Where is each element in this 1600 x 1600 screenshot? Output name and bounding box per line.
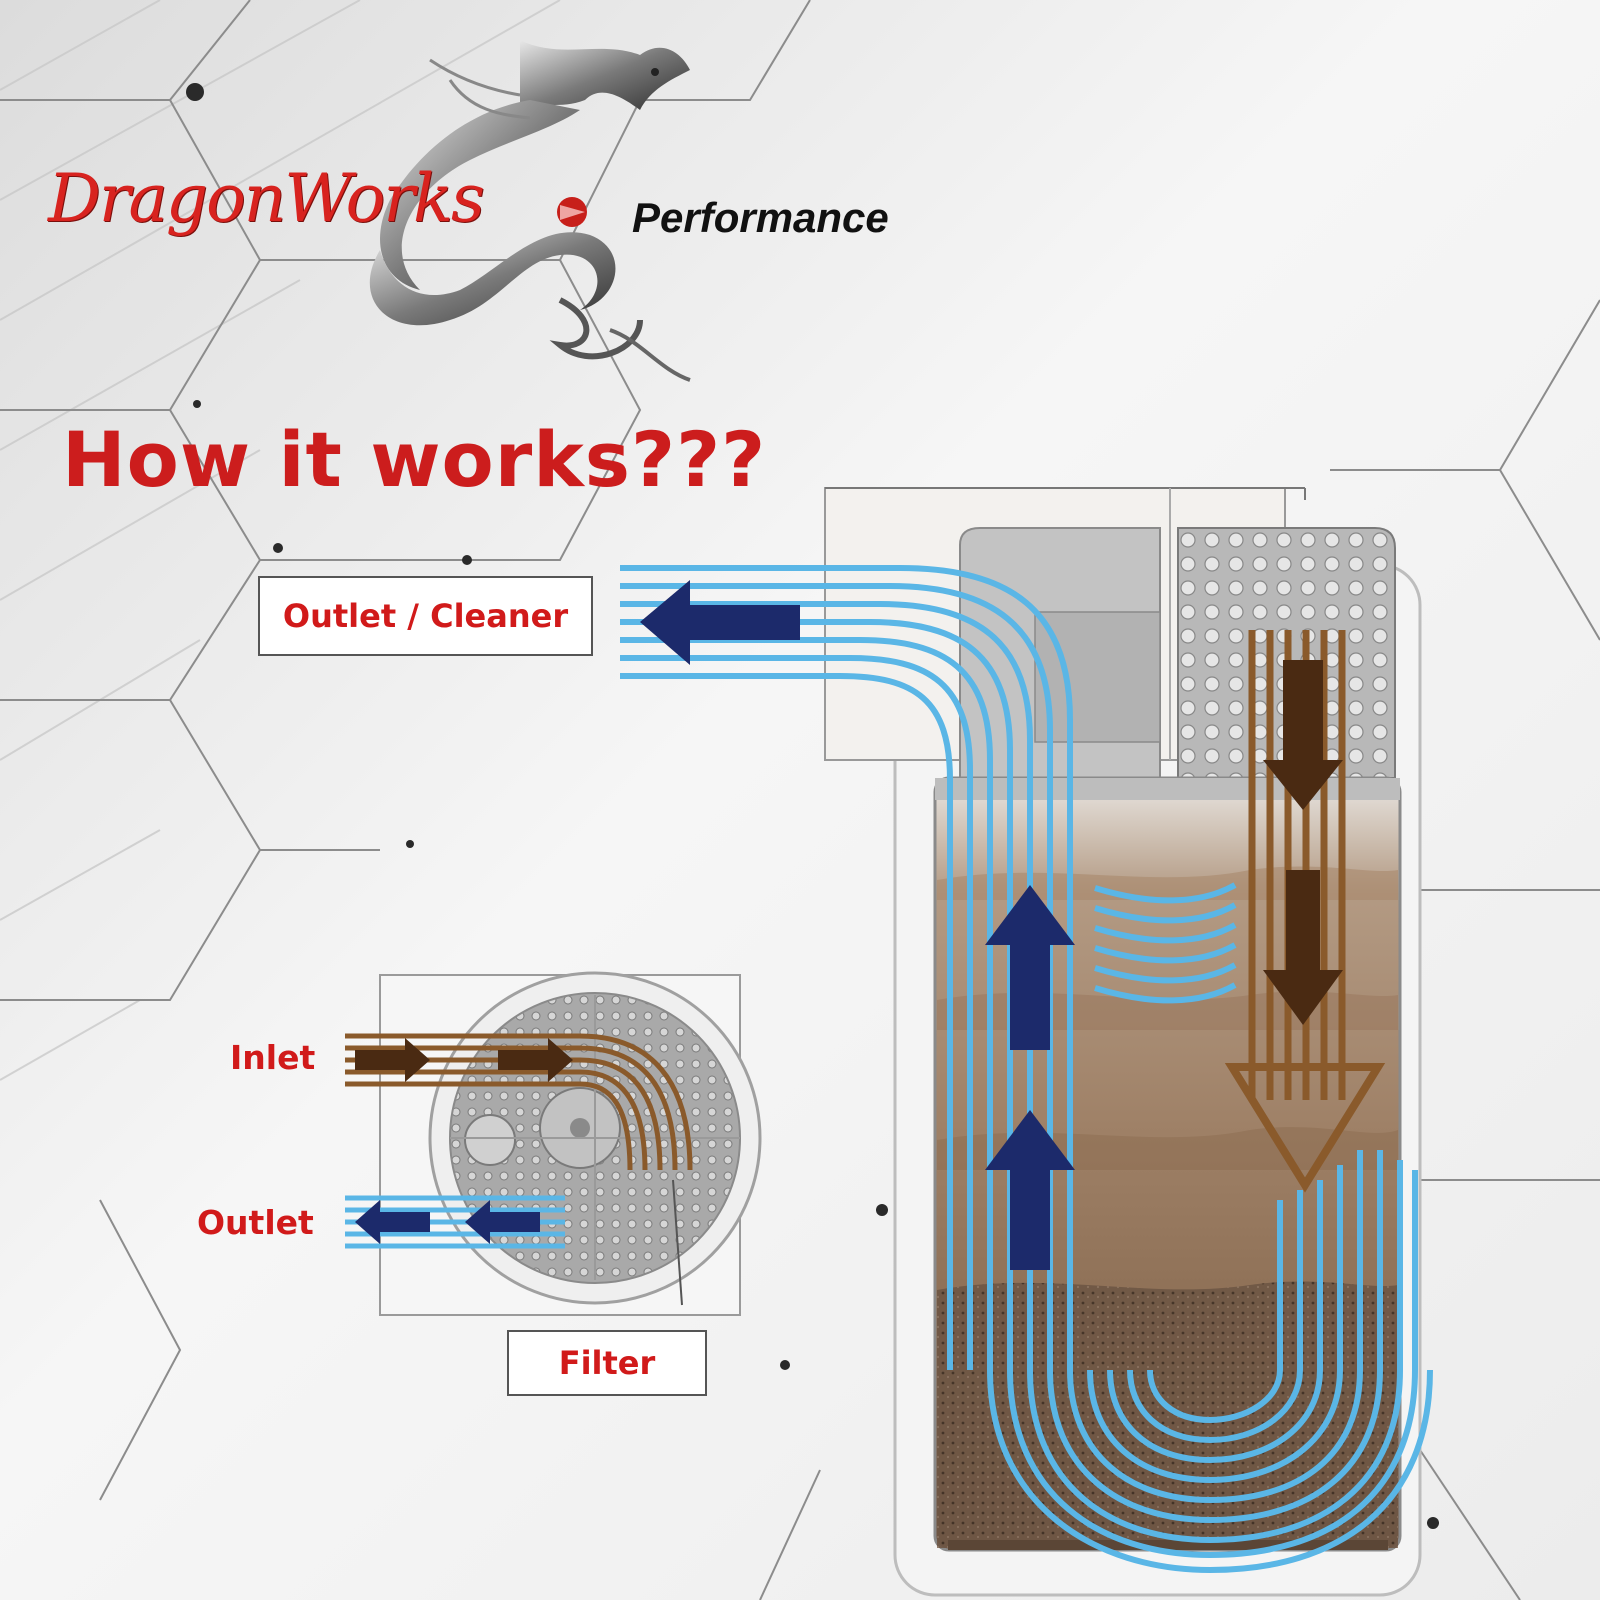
red-orb-icon xyxy=(557,197,587,227)
filter-label: Filter xyxy=(507,1330,707,1396)
small-outlet-arrow-icon xyxy=(355,1200,540,1244)
brand-tagline: Performance xyxy=(632,194,889,241)
page-title: How it works??? xyxy=(62,415,767,504)
clean-flow-lines xyxy=(620,565,1433,1574)
brand-logo-text: DragonWorks xyxy=(48,160,485,237)
dirty-down-arrow-icon xyxy=(1263,660,1343,1025)
clean-flow-arrow-icon xyxy=(640,580,1075,1270)
outlet-label: Outlet xyxy=(197,1203,314,1242)
hollow-down-arrow-icon xyxy=(1224,1063,1386,1193)
outlet-cleaner-label: Outlet / Cleaner xyxy=(258,576,593,656)
dragon-logo-icon xyxy=(369,40,691,382)
inlet-label: Inlet xyxy=(230,1038,316,1077)
outlet-cleaner-text: Outlet / Cleaner xyxy=(282,597,569,635)
filter-top-view xyxy=(379,971,762,1316)
filter-text: Filter xyxy=(558,1344,656,1382)
small-inlet-arrow-icon xyxy=(355,1038,573,1082)
small-dirty-flow-lines xyxy=(345,1033,693,1171)
filter-unit-cutaway xyxy=(824,487,1422,1597)
